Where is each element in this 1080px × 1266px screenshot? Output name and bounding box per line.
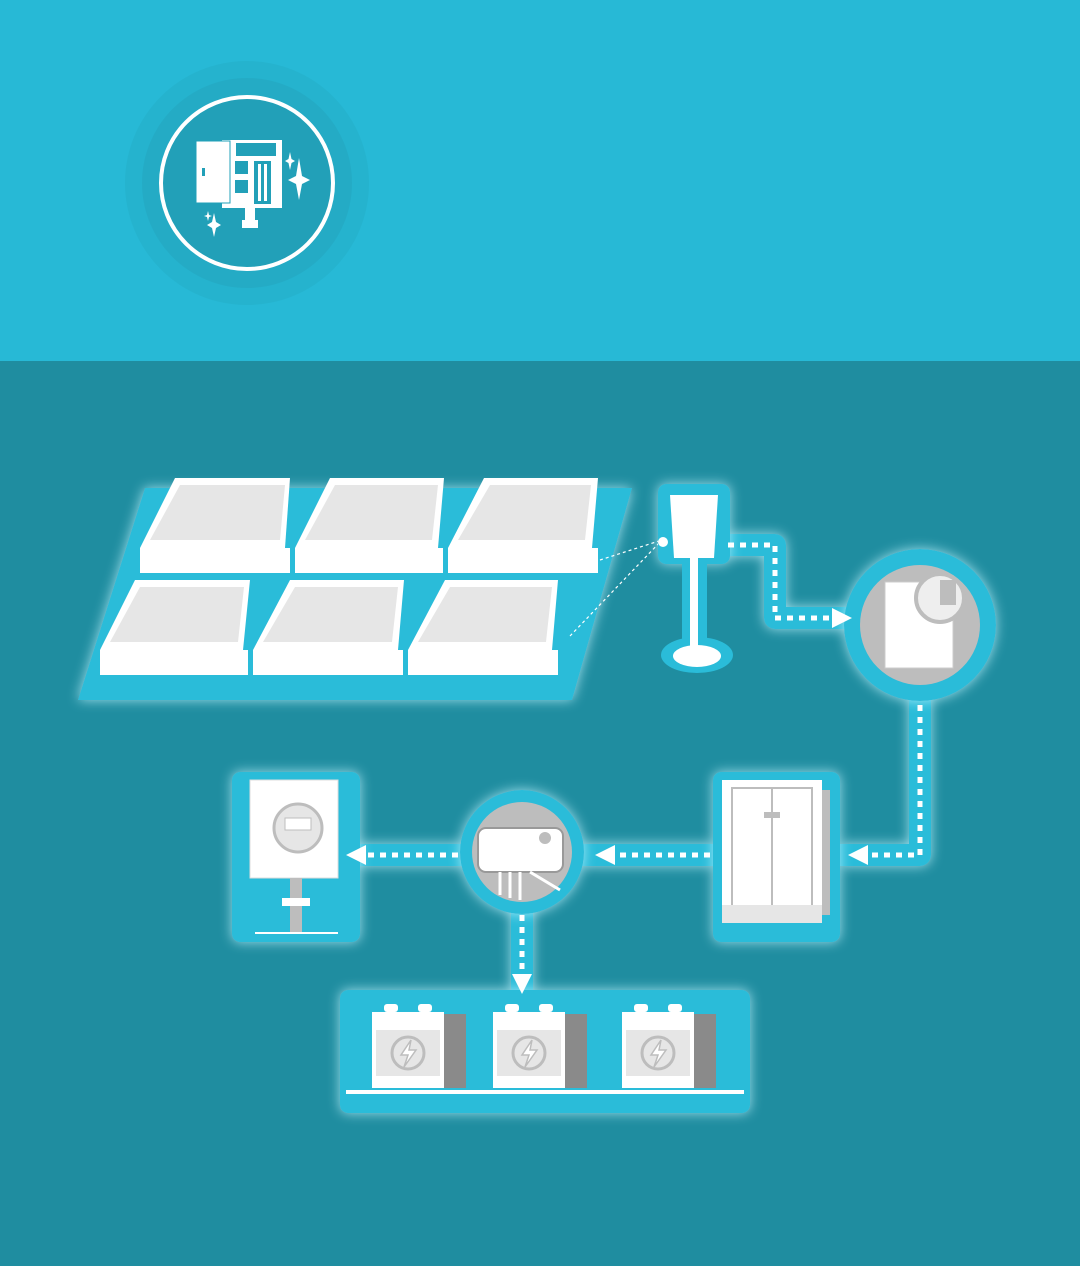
inverter <box>844 549 996 701</box>
battery <box>372 1004 466 1088</box>
distribution-panel <box>713 772 840 942</box>
battery <box>493 1004 587 1088</box>
combiner-box-sparkle-icon <box>125 61 369 305</box>
utility-meter <box>232 772 360 942</box>
flow-arrows <box>346 542 923 994</box>
charge-controller <box>460 790 584 914</box>
solar-array <box>78 478 663 700</box>
battery <box>622 1004 716 1088</box>
battery-bank <box>340 990 750 1113</box>
combiner-box <box>658 484 733 673</box>
